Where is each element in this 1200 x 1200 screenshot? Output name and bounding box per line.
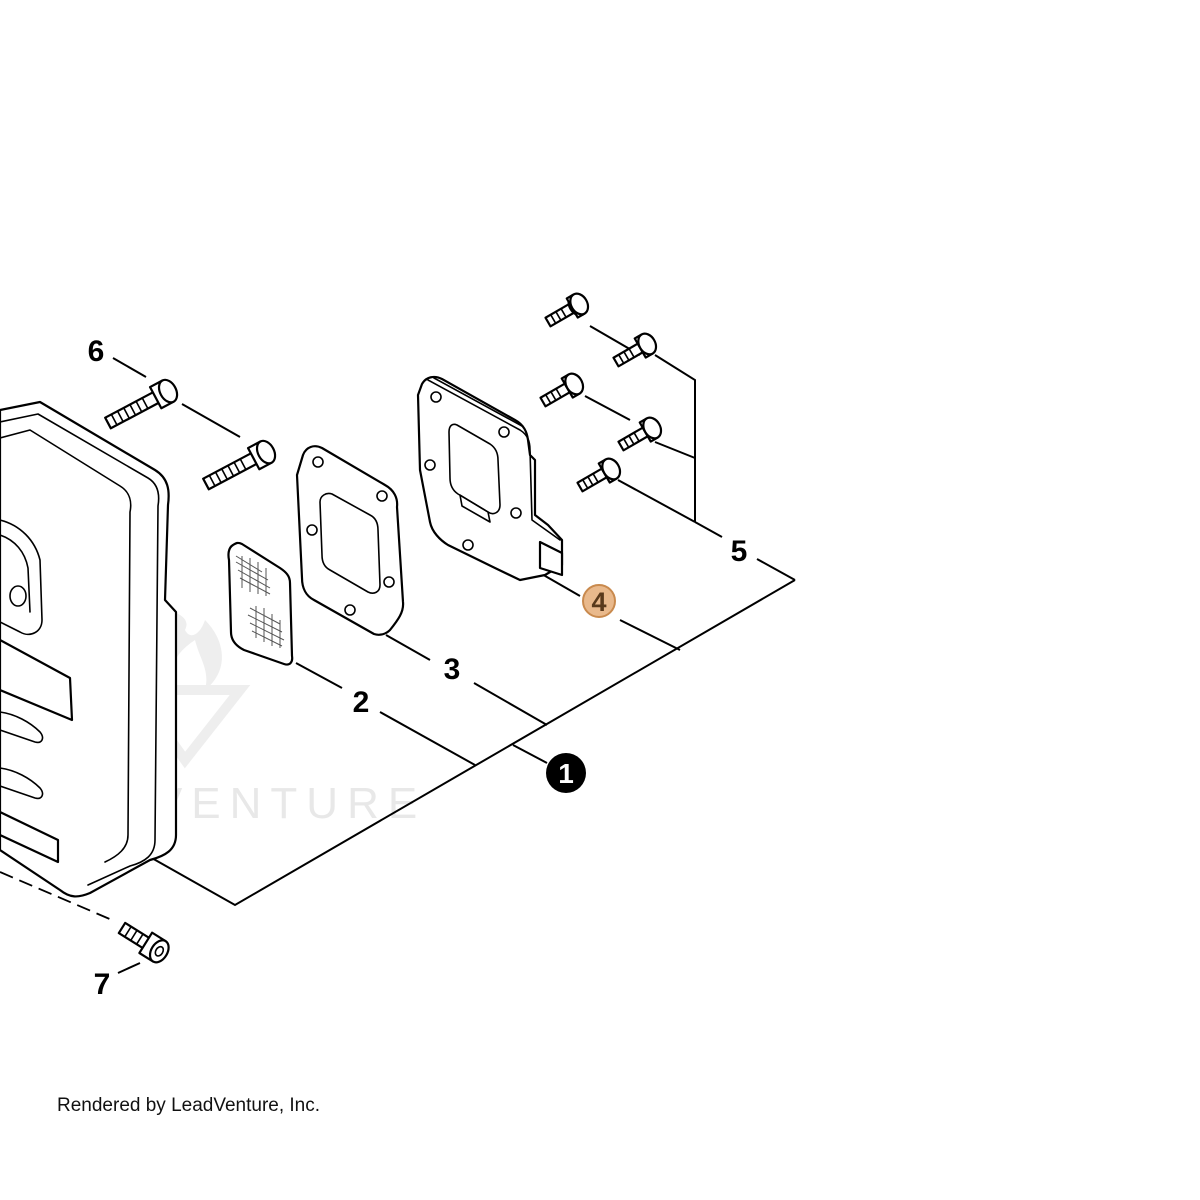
screw-5a bbox=[544, 292, 590, 328]
screws-6 bbox=[104, 378, 277, 491]
screw-5d bbox=[617, 416, 663, 452]
screws-5 bbox=[539, 292, 663, 493]
callout-4-label: 4 bbox=[591, 587, 606, 617]
callout-1-label: 1 bbox=[558, 758, 574, 789]
screw-6a bbox=[104, 378, 179, 430]
callout-4-highlighted[interactable]: 4 bbox=[582, 584, 616, 618]
spark-arrestor-screen bbox=[227, 541, 294, 666]
callout-2[interactable]: 2 bbox=[353, 686, 370, 719]
muffler-housing bbox=[0, 400, 178, 898]
callout-3[interactable]: 3 bbox=[444, 653, 461, 686]
callout-4-highlight bbox=[582, 584, 616, 618]
screen-mesh-upper bbox=[235, 555, 271, 596]
screen-mesh-lower bbox=[247, 606, 285, 648]
screw-6b bbox=[202, 439, 277, 491]
leader-lines bbox=[0, 325, 796, 974]
callout-6[interactable]: 6 bbox=[88, 335, 105, 368]
callout-5[interactable]: 5 bbox=[731, 535, 748, 568]
callout-1-badge bbox=[546, 753, 586, 793]
callout-1[interactable]: 1 bbox=[546, 753, 586, 793]
gasket bbox=[295, 445, 405, 636]
render-credit: Rendered by LeadVenture, Inc. bbox=[57, 1095, 321, 1116]
screw-5b bbox=[612, 332, 658, 368]
callout-7[interactable]: 7 bbox=[94, 968, 111, 1001]
screw-5e bbox=[576, 457, 622, 493]
screw-7 bbox=[117, 921, 170, 964]
exhaust-plate bbox=[416, 375, 564, 582]
screw-5c bbox=[539, 372, 585, 408]
